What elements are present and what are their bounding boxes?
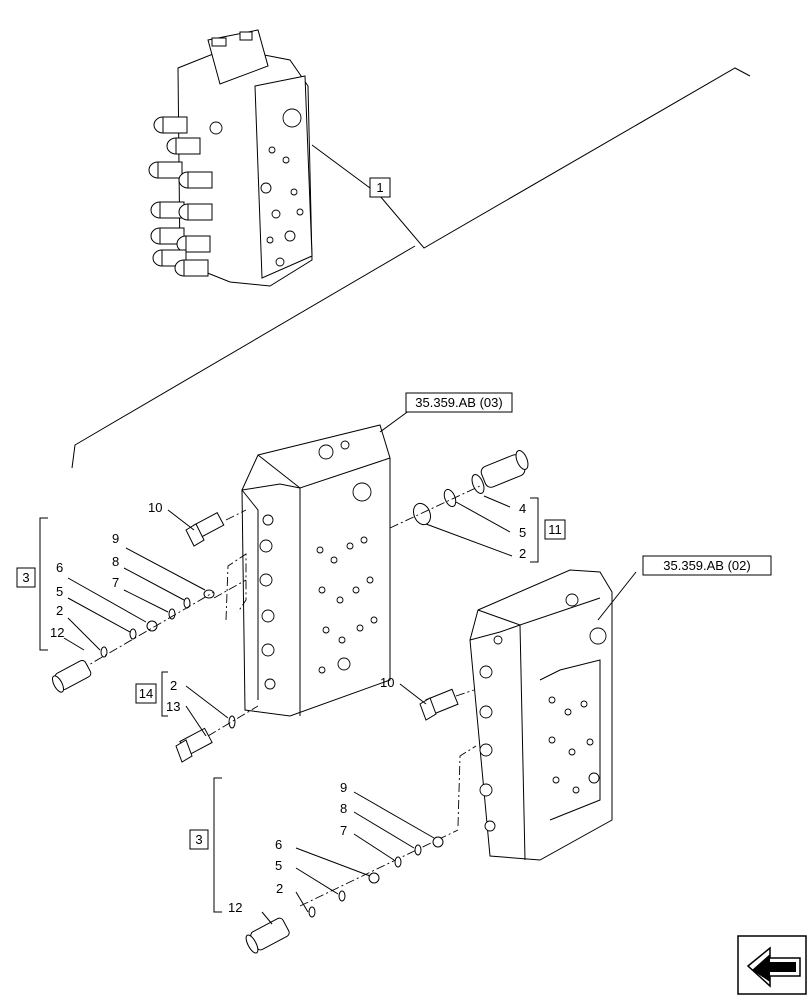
valve-assembly-illustration <box>148 29 313 287</box>
item-2-upper: 2 <box>56 603 63 618</box>
callout-kit-3-upper: 3 <box>22 570 29 585</box>
callout-kit-14: 14 <box>139 686 153 701</box>
o-ring-item-2-upper <box>100 646 108 658</box>
item-2-right: 2 <box>519 546 526 561</box>
item-9-upper: 9 <box>112 531 119 546</box>
o-ring-item-5-upper <box>129 628 137 640</box>
item-10-lower: 10 <box>380 675 394 690</box>
cartridge-item-12-upper <box>51 659 92 693</box>
next-page-arrow-icon[interactable] <box>737 935 807 995</box>
upper-block-ports <box>259 440 378 690</box>
item-5-right: 5 <box>519 525 526 540</box>
cartridge-item-12-lower <box>245 917 290 954</box>
spacer-item-6-lower <box>368 872 380 884</box>
o-ring-item-2-lower <box>308 906 316 918</box>
o-ring-item-7-lower <box>394 856 402 868</box>
item-6-upper: 6 <box>56 560 63 575</box>
item-7-lower: 7 <box>340 823 347 838</box>
valve-block-lower <box>469 569 613 861</box>
o-ring-item-2-middle <box>228 715 236 729</box>
o-ring-item-5-right <box>443 488 457 508</box>
plug-item-13 <box>175 727 213 763</box>
lower-block-ports <box>479 593 607 832</box>
o-ring-item-7-upper <box>168 608 176 620</box>
assembly-ports <box>209 108 304 267</box>
item-6-lower: 6 <box>275 837 282 852</box>
o-ring-item-8-lower <box>414 844 422 856</box>
item-2-lower: 2 <box>276 881 283 896</box>
valve-block-upper <box>241 424 391 717</box>
plug-item-10-lower <box>419 688 459 721</box>
callout-kit-3-lower: 3 <box>195 832 202 847</box>
item-5-lower: 5 <box>275 858 282 873</box>
item-12-upper: 12 <box>50 625 64 640</box>
plug-item-9-upper <box>203 589 215 599</box>
callout-kit-11: 11 <box>548 522 562 537</box>
item-2-middle: 2 <box>170 678 177 693</box>
plug-item-9-lower <box>432 836 444 848</box>
item-4-right: 4 <box>519 501 526 516</box>
item-10-upper: 10 <box>148 500 162 515</box>
o-ring-item-2-right <box>413 502 431 526</box>
item-7-upper: 7 <box>112 575 119 590</box>
relief-cartridge-upper <box>471 450 529 494</box>
item-12-lower: 12 <box>228 900 242 915</box>
plug-item-10-upper <box>185 512 225 547</box>
valve-spool-caps <box>148 116 213 277</box>
item-5-upper: 5 <box>56 584 63 599</box>
item-9-lower: 9 <box>340 780 347 795</box>
spacer-item-6-upper <box>146 620 158 632</box>
item-8-lower: 8 <box>340 801 347 816</box>
ref-block-upper[interactable]: 35.359.AB (03) <box>415 395 502 410</box>
o-ring-item-5-lower <box>338 890 346 902</box>
callout-assembly: 1 <box>376 180 383 195</box>
item-13: 13 <box>166 699 180 714</box>
item-8-upper: 8 <box>112 554 119 569</box>
ref-block-lower[interactable]: 35.359.AB (02) <box>663 558 750 573</box>
